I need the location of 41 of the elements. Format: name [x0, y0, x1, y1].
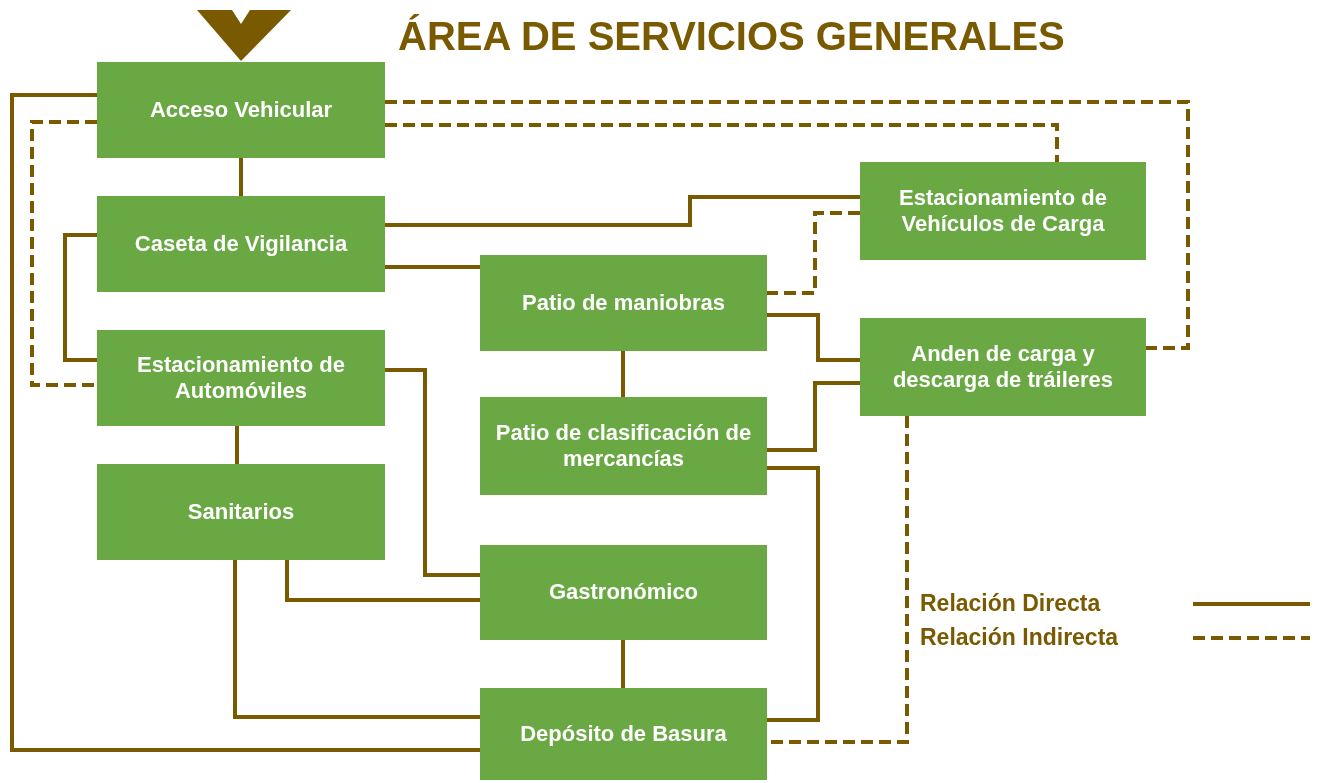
connector-line — [10, 93, 480, 752]
area-box — [860, 318, 1146, 416]
connector-line — [767, 313, 860, 362]
area-name: Estacionamiento de Vehículos de Carga — [898, 184, 1108, 238]
diagram-title: ÁREA DE SERVICIOS GENERALES — [398, 14, 1065, 59]
connector-line — [767, 381, 860, 452]
area-name: Acceso Vehicular — [149, 96, 333, 124]
connector-line — [239, 158, 243, 196]
area-name: Sanitarios — [187, 498, 295, 526]
connector-line — [63, 233, 97, 362]
connector-line — [621, 640, 625, 688]
area-box — [480, 545, 767, 640]
area-name: Anden de carga y descarga de tráileres — [891, 340, 1115, 394]
connector-line — [385, 265, 480, 269]
area-name: Depósito de Basura — [520, 720, 727, 748]
dashed-connector — [30, 120, 97, 387]
connector-line — [767, 466, 820, 722]
area-name: Patio de maniobras — [522, 289, 725, 317]
area-box — [97, 196, 385, 292]
area-box — [97, 464, 385, 560]
area-name: Patio de clasificación de mercancías — [494, 419, 753, 473]
area-box — [480, 255, 767, 351]
area-name: Caseta de Vigilancia — [134, 230, 348, 258]
legend-text: Relación Indirecta — [920, 624, 1119, 651]
area-box — [97, 62, 385, 158]
connector-line — [235, 426, 239, 464]
connector-line — [385, 368, 480, 577]
area-name: Estacionamiento de Automóviles — [136, 351, 346, 405]
dashed-connector — [385, 123, 1059, 162]
connector-line — [621, 351, 625, 397]
connector-line — [233, 560, 480, 719]
dashed-connector — [385, 100, 1190, 350]
area-box — [480, 397, 767, 495]
connector-line — [285, 560, 480, 602]
area-box — [480, 688, 767, 780]
area-box — [97, 330, 385, 426]
area-name: Gastronómico — [548, 579, 699, 606]
legend-text: Relación Directa — [920, 590, 1101, 617]
connector-line — [385, 195, 860, 227]
dashed-connector — [767, 211, 860, 295]
area-box — [860, 162, 1146, 260]
